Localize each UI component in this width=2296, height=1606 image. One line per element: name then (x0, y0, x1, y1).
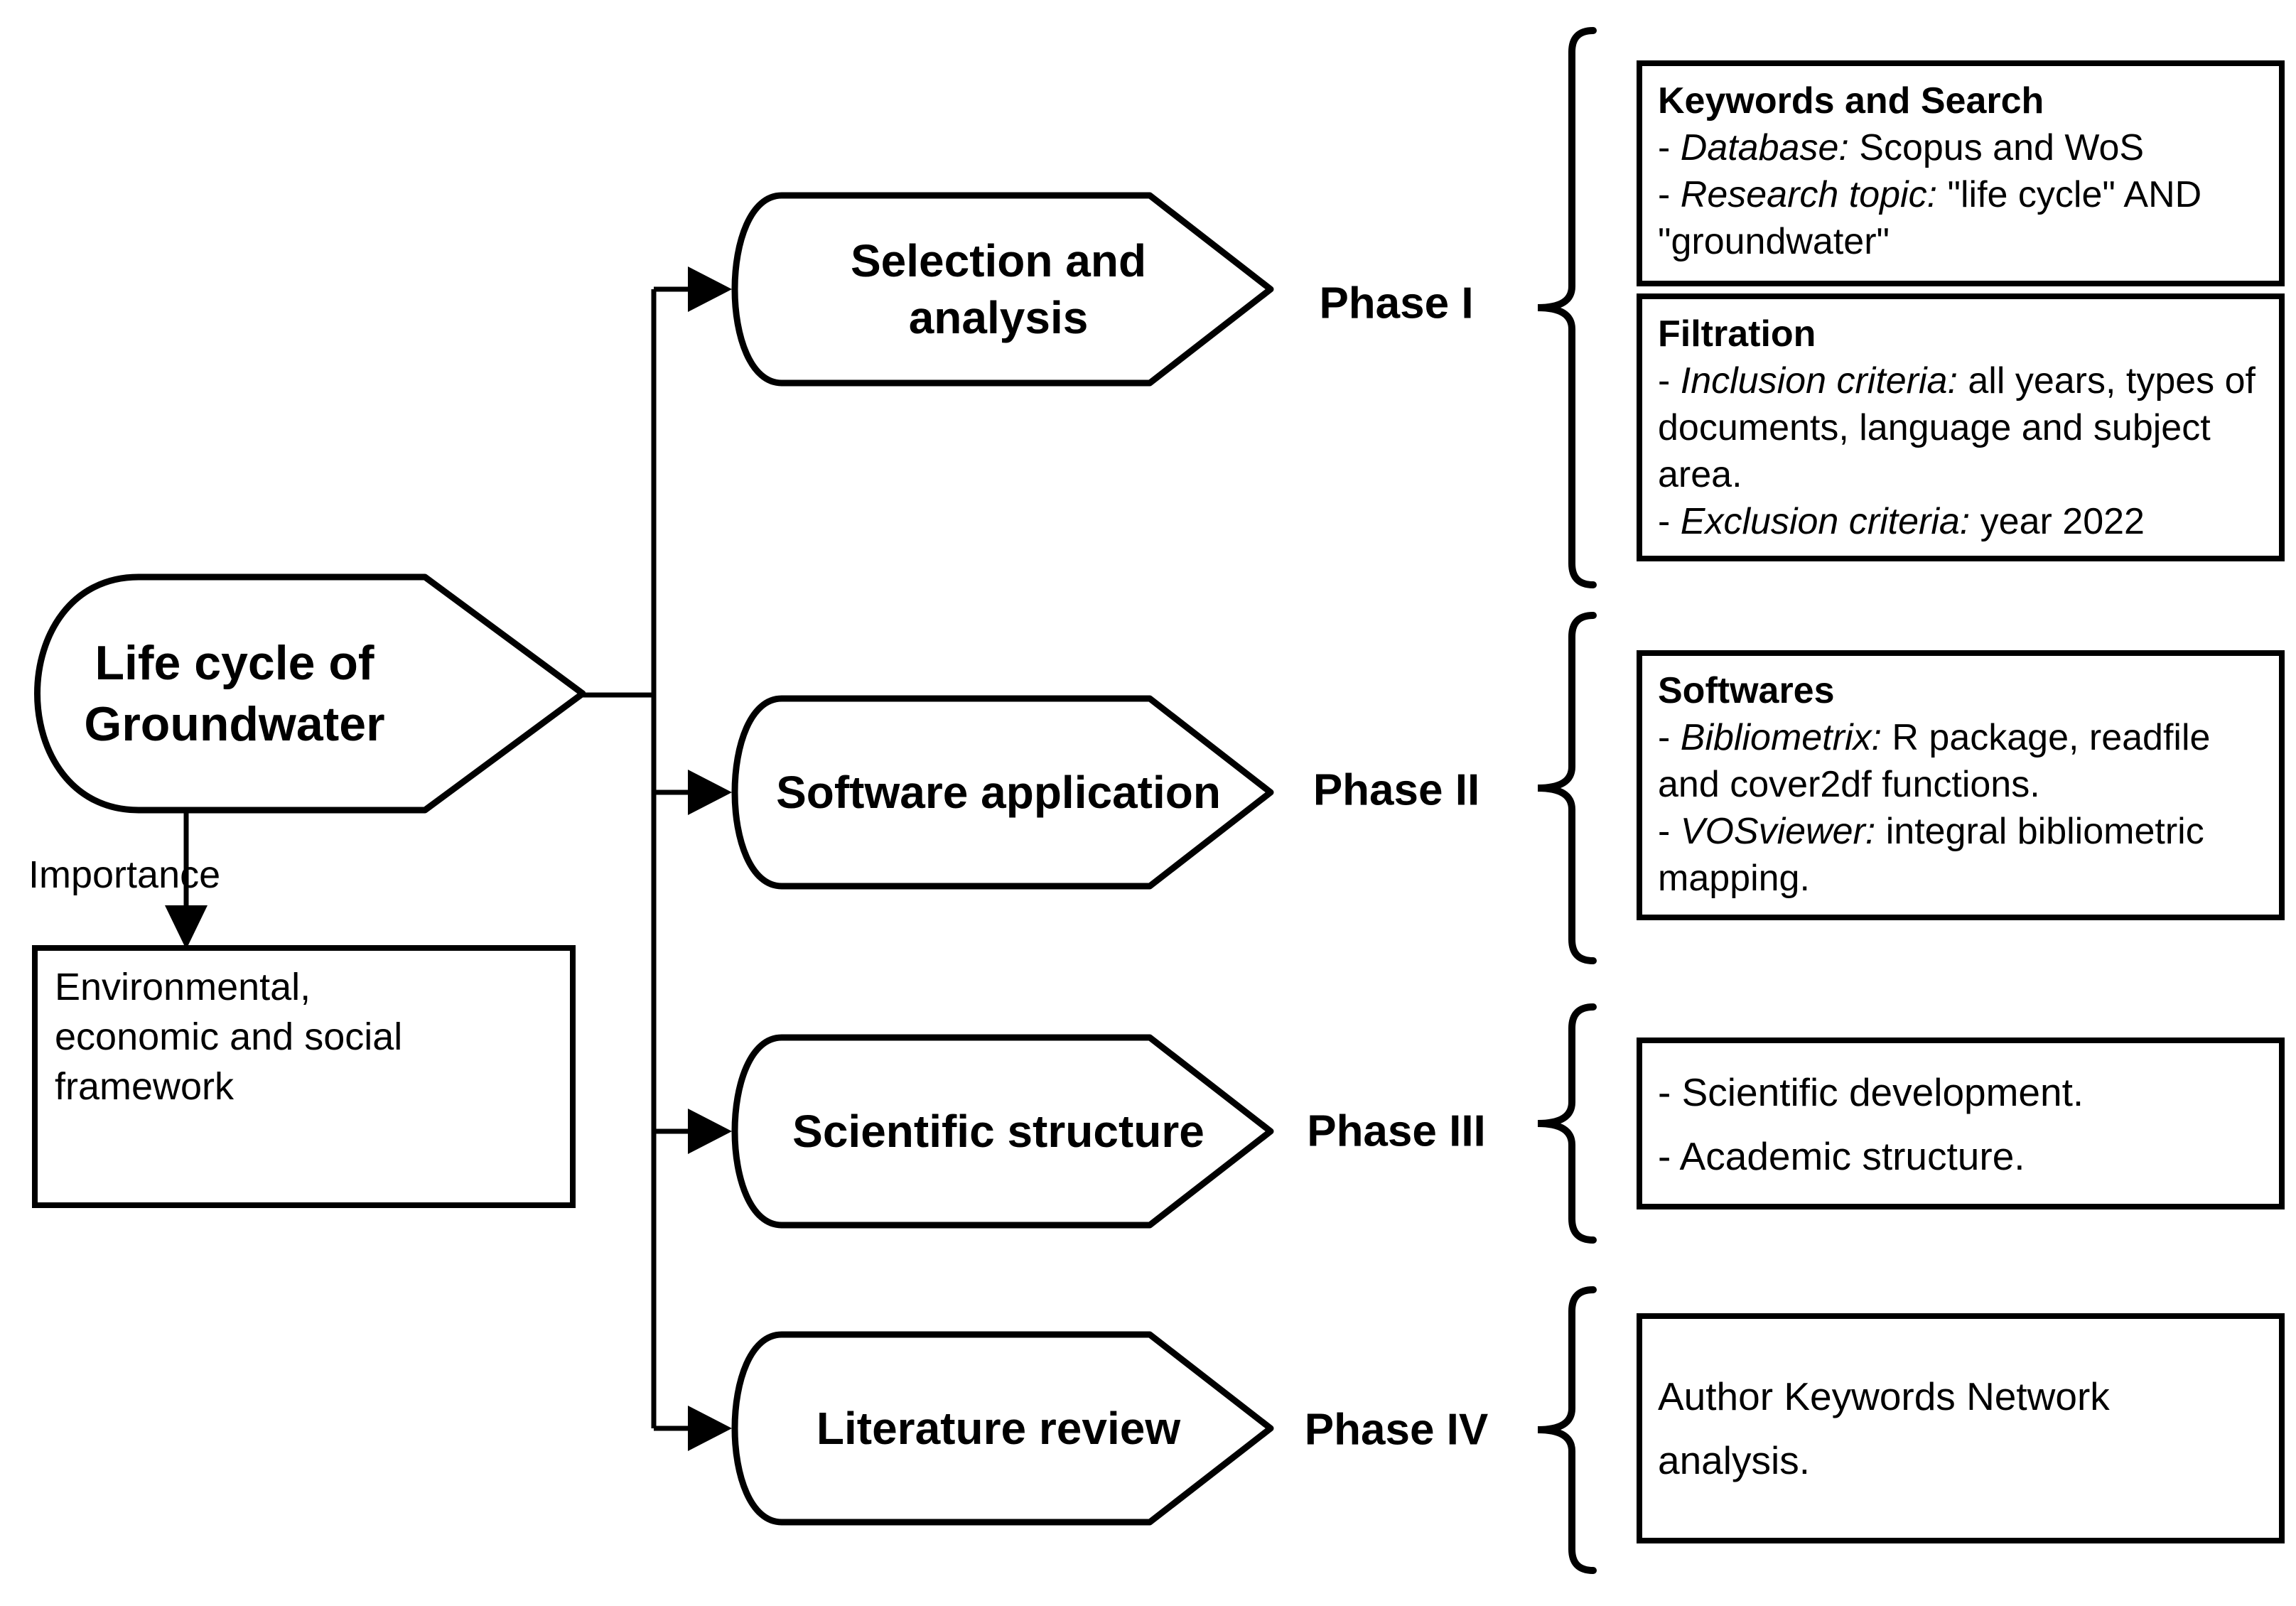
box-paragraph: - Bibliometrix: R package, readfile and … (1658, 717, 2211, 805)
phase-2-shape (731, 695, 1274, 890)
text-line: Literature review (816, 1403, 1181, 1454)
phase-4-name: Phase IV (1304, 1405, 1489, 1455)
text-line: Groundwater (84, 697, 385, 751)
box-title: Softwares (1658, 670, 1835, 711)
phase-3-brace (1537, 1003, 1597, 1244)
text-line: Environmental, (55, 966, 311, 1008)
detail-box-author-keywords: Author Keywords Network analysis. (1637, 1313, 2285, 1543)
text-line: economic and social (55, 1015, 403, 1058)
detail-box-filtration: Filtration - Inclusion criteria: all year… (1637, 293, 2285, 561)
importance-label: Importance (28, 853, 221, 896)
phase-1-shape (731, 192, 1274, 387)
text-line: Software application (776, 767, 1221, 818)
detail-box-keywords-and-search: Keywords and Search - Database: Scopus an… (1637, 60, 2285, 286)
box-paragraph: - Database: Scopus and WoS (1658, 127, 2145, 168)
detail-box-softwares: Softwares - Bibliometrix: R package, read… (1637, 650, 2285, 920)
phase-4-shape-label: Literature review (816, 1400, 1180, 1457)
phase-3-name: Phase III (1307, 1106, 1486, 1156)
phase-4-brace (1537, 1286, 1597, 1574)
box-title: Filtration (1658, 313, 1816, 355)
phase-3-shape-label: Scientific structure (792, 1103, 1204, 1160)
text-line: Scientific structure (792, 1106, 1204, 1157)
text-line: analysis (908, 292, 1089, 343)
box-paragraph: Author Keywords Network analysis. (1658, 1374, 2110, 1482)
box-paragraph: - Academic structure. (1658, 1134, 2025, 1178)
root-shape-label: Life cycle of Groundwater (84, 632, 384, 755)
branch-arrowhead-icon-phase-2 (688, 770, 732, 815)
phase-1-brace (1537, 27, 1597, 588)
box-paragraph: - Inclusion criteria: all years, types o… (1658, 360, 2255, 495)
box-title: Keywords and Search (1658, 80, 2044, 122)
text-line: Selection and (850, 235, 1147, 286)
branch-arrowhead-icon-phase-3 (688, 1109, 732, 1154)
phase-3-shape (731, 1034, 1274, 1229)
phase-4-shape (731, 1331, 1274, 1526)
phase-1-shape-label: Selection and analysis (851, 232, 1146, 346)
framework-box: Environmental, economic and social framewo… (32, 945, 576, 1208)
importance-arrowhead-icon (165, 905, 207, 949)
box-paragraph: - Research topic: "life cycle" AND "grou… (1658, 174, 2202, 262)
phase-2-shape-label: Software application (776, 764, 1221, 821)
branch-arrowhead-icon-phase-1 (688, 266, 732, 312)
branch-arrowhead-icon-phase-4 (688, 1406, 732, 1451)
phase-2-brace (1537, 612, 1597, 964)
box-paragraph: - Exclusion criteria: year 2022 (1658, 501, 2145, 542)
text-line: framework (55, 1065, 235, 1108)
detail-box-scientific-academic: - Scientific development. - Academic stru… (1637, 1038, 2285, 1209)
phase-2-name: Phase II (1313, 765, 1480, 815)
box-paragraph: - Scientific development. (1658, 1070, 2084, 1114)
box-paragraph: - VOSviewer: integral bibliometric mappi… (1658, 811, 2204, 899)
root-shape (34, 573, 586, 814)
phase-1-name: Phase I (1319, 279, 1474, 328)
text-line: Life cycle of (95, 636, 374, 690)
